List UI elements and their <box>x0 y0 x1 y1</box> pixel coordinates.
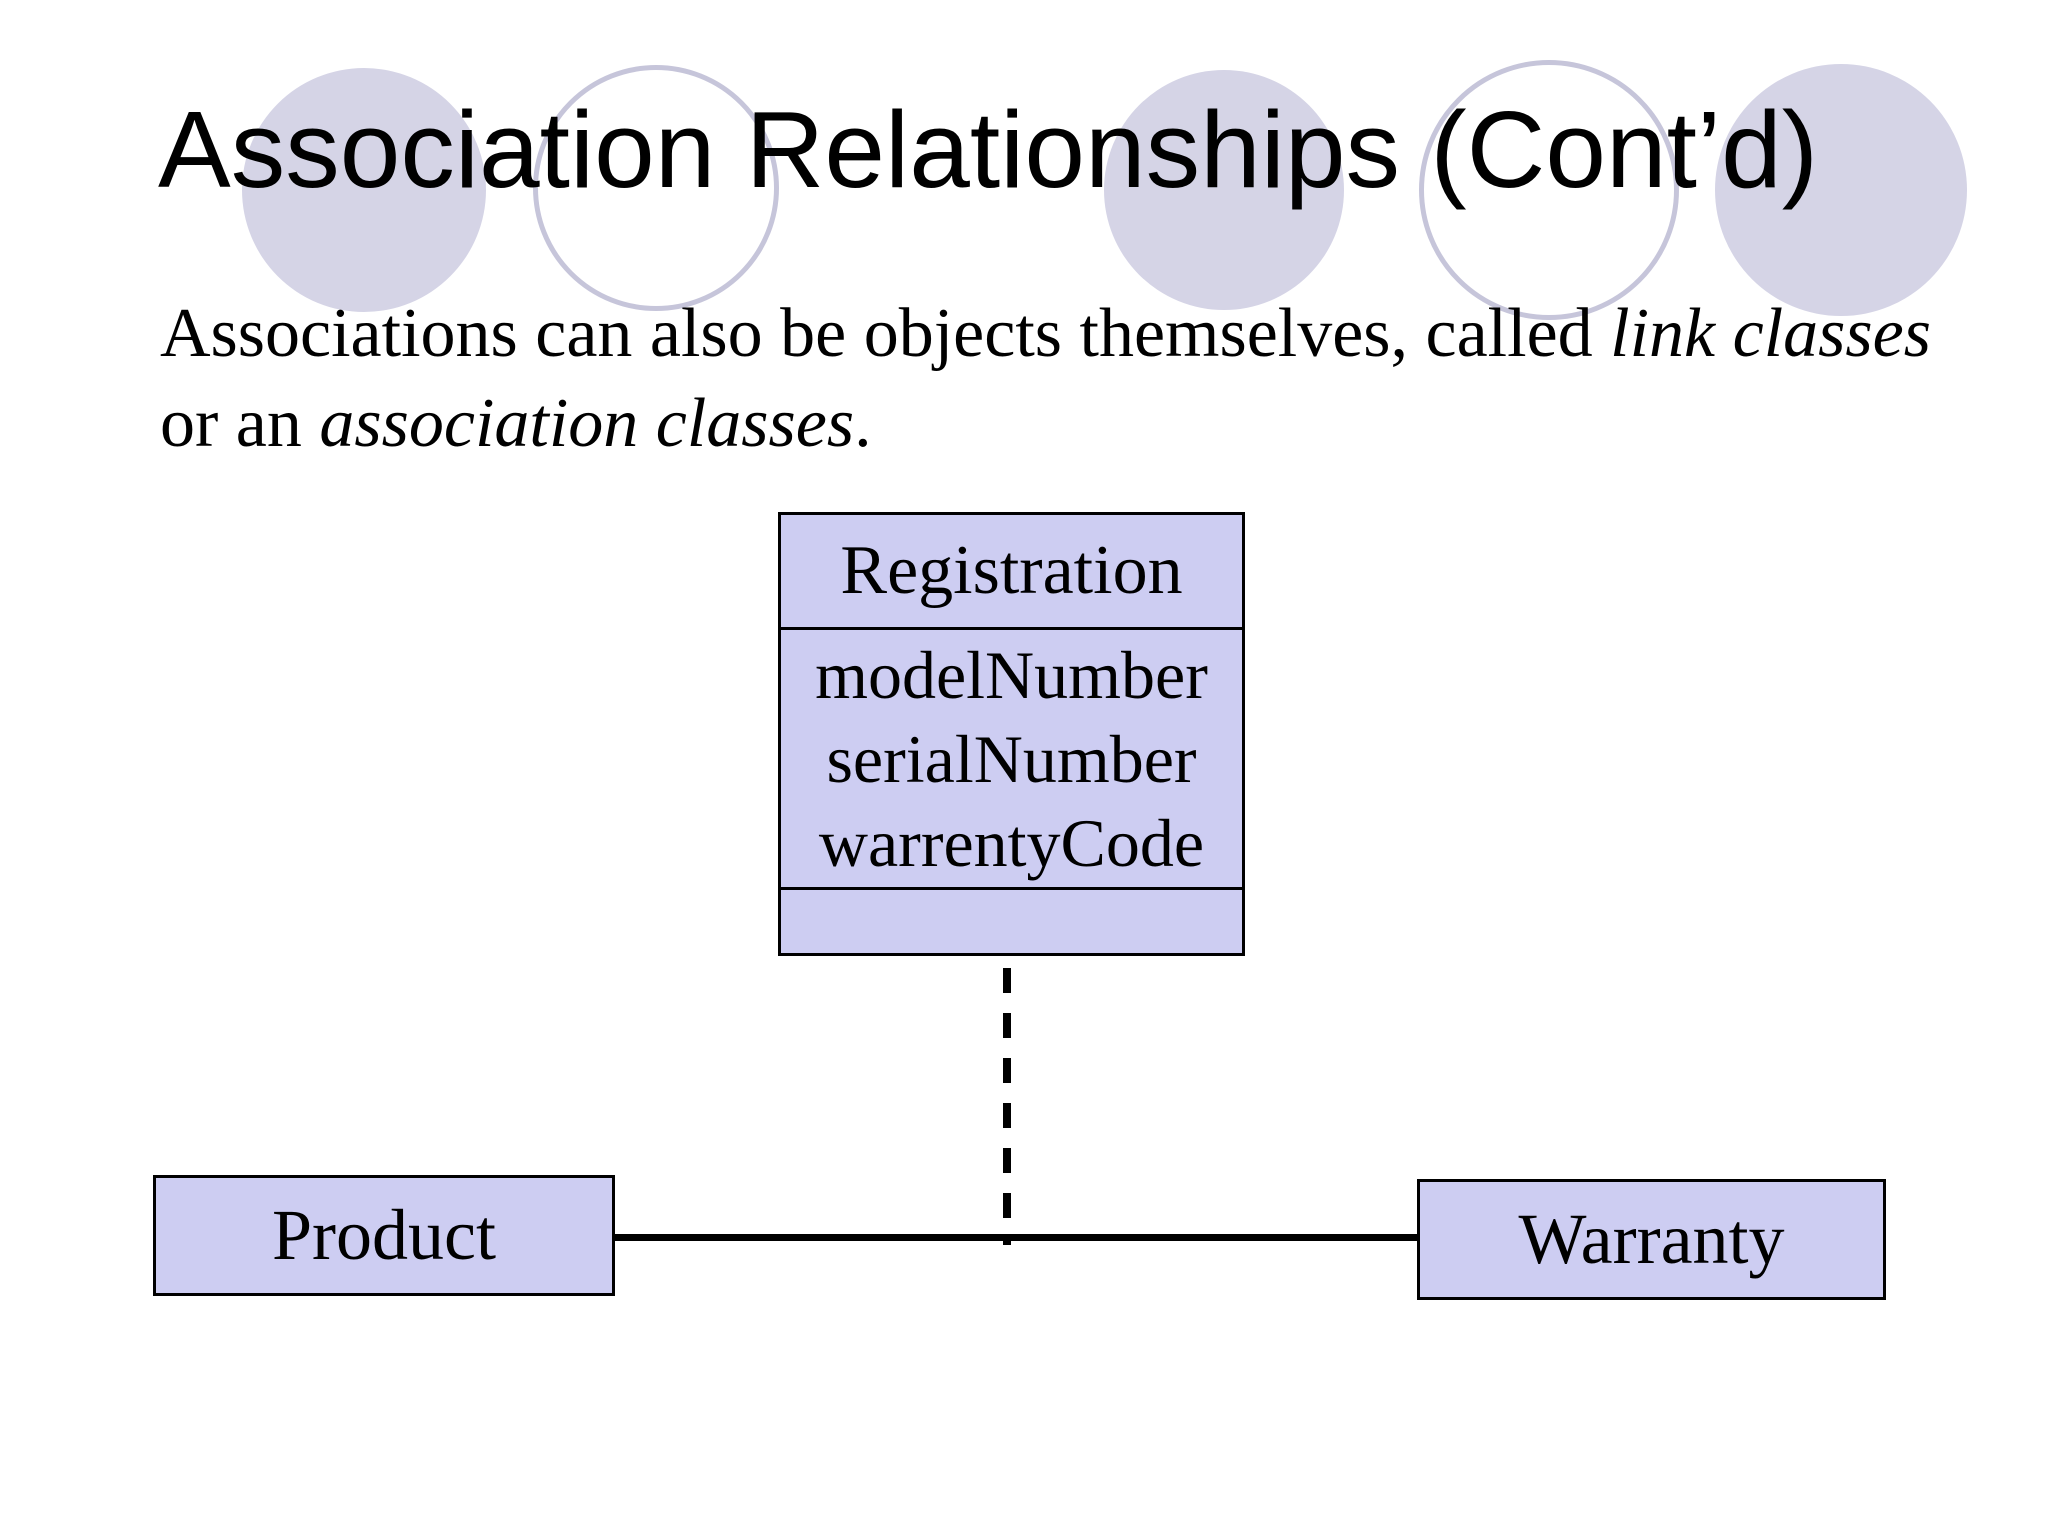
registration-operations-compartment-empty <box>781 890 1242 953</box>
body-paragraph: Associations can also be objects themsel… <box>160 289 1931 469</box>
decorative-circle-filled-1 <box>242 68 486 312</box>
product-warranty-association-line <box>615 1234 1417 1241</box>
registration-attributes-compartment: modelNumber serialNumber warrentyCode <box>781 630 1242 890</box>
body-line-2-regular: or an <box>160 385 320 462</box>
decorative-circle-outlined-2 <box>533 65 779 311</box>
link-class-dashed-connector <box>1003 968 1011 1245</box>
slide-title: Association Relationships (Cont’d) <box>158 89 1819 211</box>
warranty-class-box: Warranty <box>1417 1179 1886 1300</box>
body-line-2: or an association classes. <box>160 379 1931 469</box>
attribute-model-number: modelNumber <box>815 636 1208 713</box>
link-classes-italic: link classes <box>1610 295 1931 372</box>
registration-class-name: Registration <box>781 515 1242 630</box>
warranty-class-name: Warranty <box>1518 1199 1785 1279</box>
decorative-circle-outlined-4 <box>1419 60 1679 320</box>
attribute-serial-number: serialNumber <box>826 720 1197 797</box>
registration-class-box: Registration modelNumber serialNumber wa… <box>778 512 1245 956</box>
product-class-box: Product <box>153 1175 615 1296</box>
decorative-circle-filled-3 <box>1104 70 1344 310</box>
association-classes-italic: association classes <box>319 385 855 462</box>
attribute-warrenty-code: warrentyCode <box>818 804 1205 881</box>
product-class-name: Product <box>272 1195 496 1275</box>
decorative-circle-filled-5 <box>1715 64 1967 316</box>
body-line-2-period: . <box>854 385 872 462</box>
body-line-1-regular: Associations can also be objects themsel… <box>160 295 1611 372</box>
body-line-1: Associations can also be objects themsel… <box>160 289 1931 379</box>
